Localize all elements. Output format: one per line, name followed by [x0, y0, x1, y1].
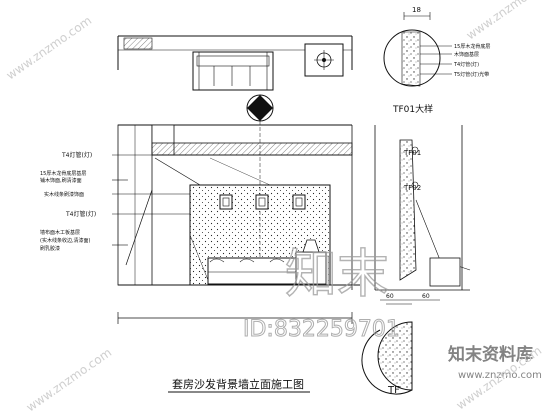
- picture-frame-icon: [219, 194, 306, 210]
- side-table-lamp-icon: [304, 43, 344, 77]
- watermark-site-url: www.znzmo.com: [458, 370, 542, 381]
- annotation-1: T4灯管(灯): [61, 151, 92, 159]
- annotation-texts: T4灯管(灯) 15厚木龙骨底层基层 铺木饰面,刷清漆面 实木线条刷漆饰面 T4…: [40, 6, 490, 396]
- side-section-view: [374, 125, 471, 301]
- detail-tag-b: TF02: [403, 184, 421, 192]
- watermark-id: ID:832259701: [243, 317, 400, 342]
- drawing-title: 套房沙发背景墙立面施工图: [172, 377, 304, 391]
- dim-bottom-left: 60: [386, 293, 394, 300]
- dim-top: 18: [412, 6, 421, 14]
- detail-title-2: TF: [387, 385, 400, 396]
- watermark-site-cn: 知末资料库: [447, 344, 533, 365]
- watermark-diag-url-2: www.znzmo.com: [24, 345, 114, 414]
- leader-lines: [112, 154, 190, 246]
- detail-annotation-2: 木饰面基层: [454, 51, 479, 58]
- annotation-8: 刷乳胶漆: [40, 245, 60, 252]
- detail-title-1: TF01大样: [392, 103, 433, 115]
- annotation-2: 15厚木龙骨底层基层: [40, 170, 86, 177]
- watermark-diag-url-1: www.znzmo.com: [4, 13, 94, 82]
- detail-annotation-4: T5灯管(灯)光带: [453, 71, 489, 78]
- sofa-elevation-icon: [207, 257, 301, 285]
- watermark-diag-url-3: www.znzmo.com: [464, 0, 554, 42]
- watermark-brand: 知末: [285, 245, 389, 305]
- detail-tf01: [383, 12, 452, 87]
- dim-bottom-right: 60: [422, 293, 430, 300]
- detail-annotation-1: 15厚木龙骨底层: [454, 43, 490, 50]
- annotation-5: T4灯管(灯): [65, 210, 96, 218]
- detail-annotation-3: T4灯管(灯): [453, 61, 479, 68]
- annotation-4: 实木线条刷漆饰面: [44, 191, 84, 198]
- detail-tag-a: TF01: [403, 149, 421, 157]
- sofa-plan-icon: [192, 51, 274, 91]
- plan-view: [117, 35, 353, 91]
- side-table-elevation-icon: [295, 239, 327, 285]
- elevation-view: [117, 124, 360, 324]
- detail-tf02: [361, 303, 413, 395]
- annotation-7: (实木线条收边,清漆面): [40, 237, 91, 244]
- annotation-6: 墙布面木工板基层: [40, 229, 80, 236]
- annotation-3: 铺木饰面,刷清漆面: [40, 177, 82, 184]
